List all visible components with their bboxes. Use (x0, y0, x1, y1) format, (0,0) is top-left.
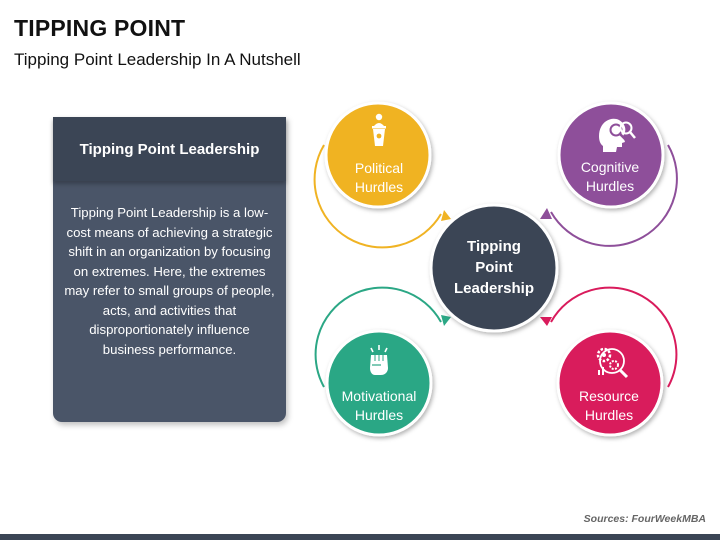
center-circle (429, 203, 559, 333)
node-label-cognitive: Cognitive Hurdles (580, 159, 640, 194)
info-card-title: Tipping Point Leadership (79, 140, 260, 158)
page-title: TIPPING POINT (14, 15, 186, 41)
source-credit: Sources: FourWeekMBA (583, 513, 706, 525)
connector-resource (550, 286, 678, 388)
podium-speaker-icon (372, 113, 386, 146)
node-political-hurdles (313, 101, 451, 249)
info-card-header: Tipping Point Leadership (53, 117, 286, 181)
node-label-political: Political Hurdles (354, 160, 404, 195)
arrow-political (441, 210, 451, 221)
node-resource-hurdles (540, 286, 678, 437)
node-motivational-hurdles (314, 286, 451, 437)
center-label: Tipping Point Leadership (453, 238, 535, 297)
raised-fist-icon (370, 345, 388, 375)
node-cognitive-hurdles (540, 101, 678, 247)
page-subtitle: Tipping Point Leadership In A Nutshell (14, 50, 301, 69)
connector-political (313, 144, 442, 249)
connector-motivational (314, 286, 442, 388)
gears-magnifier-icon (596, 347, 629, 379)
arrow-resource (540, 317, 552, 326)
footer-bar (0, 534, 720, 540)
info-card-body: Tipping Point Leadership is a low-cost m… (64, 205, 275, 357)
connector-cognitive (550, 144, 678, 247)
arrow-cognitive (540, 208, 552, 219)
node-label-motivational: Motivational Hurdles (341, 388, 417, 423)
head-magnifier-icon (599, 118, 636, 152)
arrow-motivational (441, 315, 451, 326)
node-label-resource: Resource Hurdles (579, 388, 639, 423)
info-card: Tipping Point Leadership Tipping Point L… (53, 117, 286, 422)
